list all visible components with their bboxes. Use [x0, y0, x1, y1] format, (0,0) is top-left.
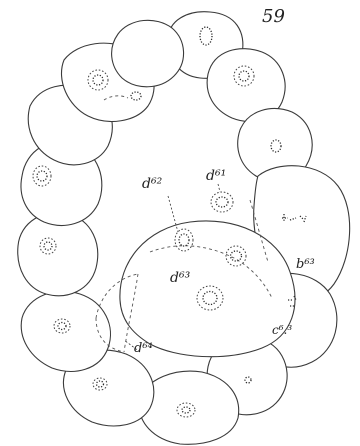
leader-d61: [218, 184, 220, 192]
cell-left-lower: [21, 291, 110, 371]
figure-number: 59: [262, 6, 285, 27]
label-d61: d⁶¹: [206, 168, 226, 184]
cell-d63: [120, 221, 295, 357]
label-d64: d⁶⁴: [134, 341, 153, 356]
label-d63: d⁶³: [170, 270, 191, 286]
label-d62: d⁶²: [142, 176, 163, 192]
label-b63: b⁶³: [296, 257, 315, 272]
label-c63: c⁶.³: [272, 323, 292, 337]
cell-bottom: [139, 371, 238, 444]
cell-upper: [112, 20, 184, 86]
nucleus-d61: [211, 192, 233, 212]
